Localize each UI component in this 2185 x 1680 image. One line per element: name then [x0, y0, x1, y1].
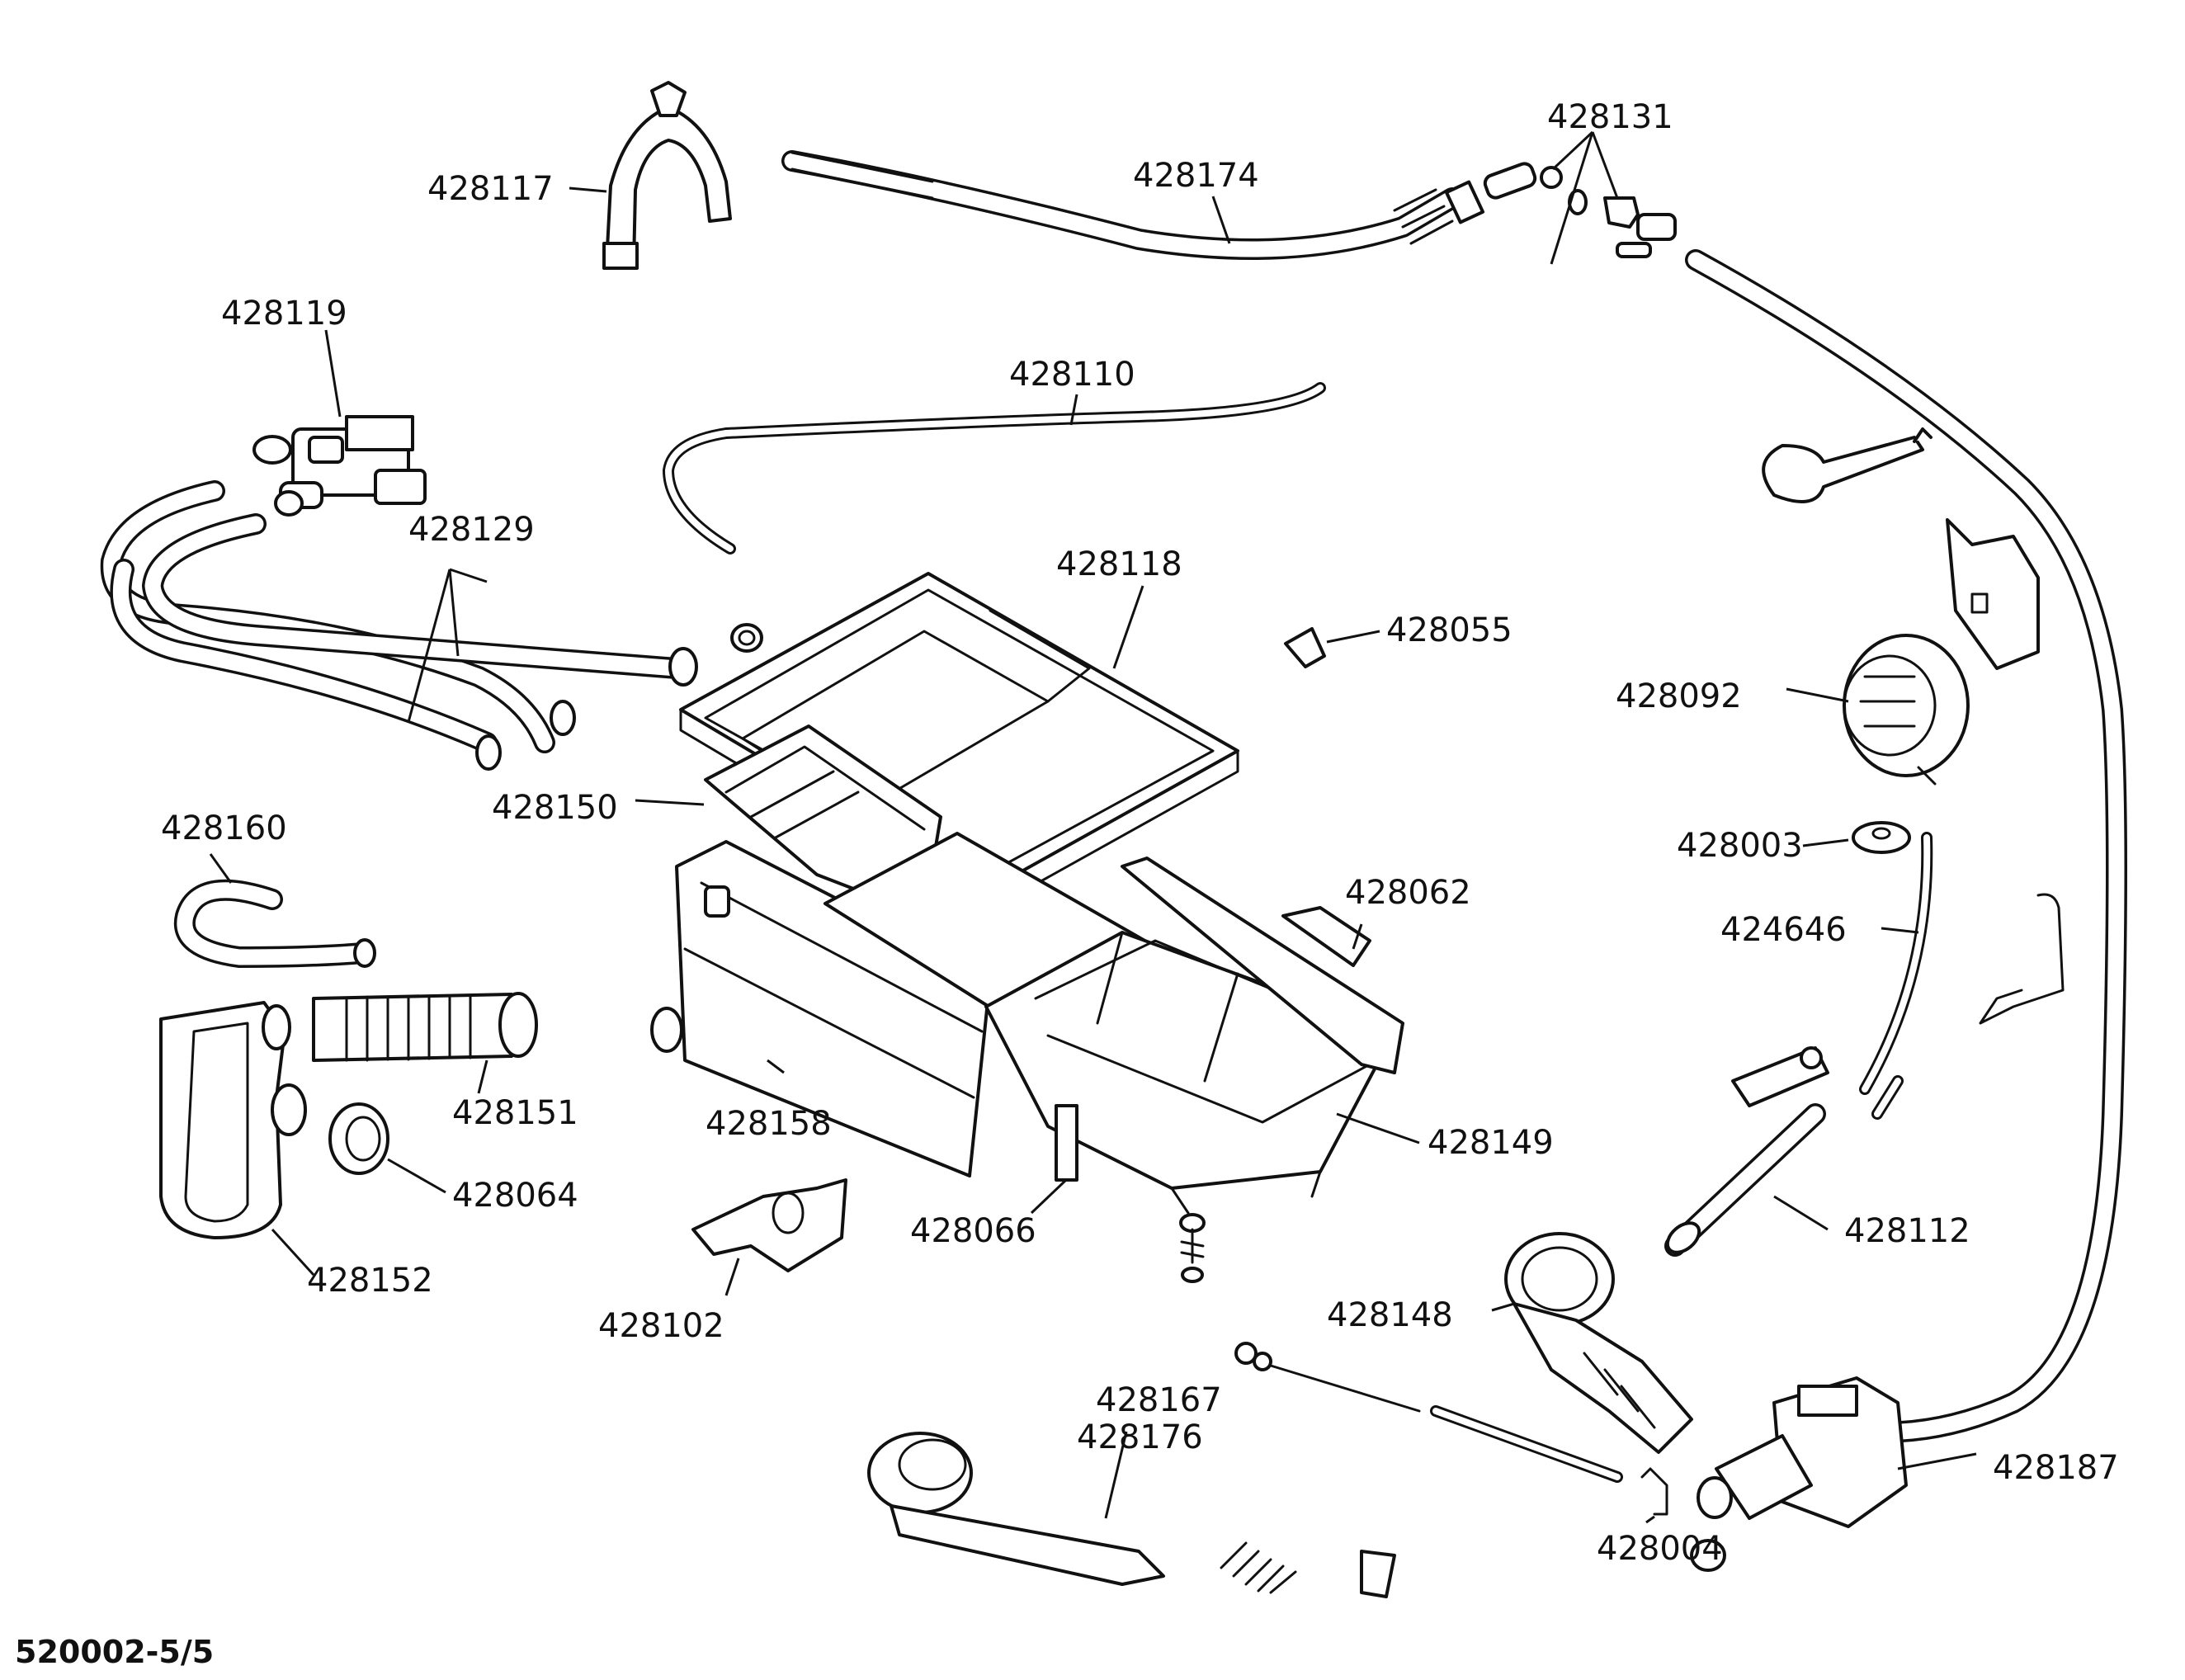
label-428066: 428066	[910, 1212, 1036, 1250]
label-428158: 428158	[706, 1105, 832, 1143]
part-428187-drain-pump	[1690, 1376, 1908, 1572]
part-hose-clip	[1762, 427, 1933, 503]
part-428004-clip	[1640, 1467, 1668, 1516]
label-428102: 428102	[598, 1307, 724, 1345]
label-428003: 428003	[1677, 827, 1803, 865]
part-424646-tube	[1859, 832, 1933, 1120]
part-428152-trap-hose	[159, 1001, 307, 1239]
part-small-ring	[730, 623, 763, 653]
part-428119-water-valve	[252, 415, 427, 517]
label-424646: 424646	[1720, 911, 1847, 949]
part-428003-disc	[1852, 821, 1911, 854]
label-428004: 428004	[1597, 1530, 1723, 1568]
part-labels: 428117 428174 428131 428119 428110 42812…	[161, 98, 2119, 1568]
part-428066-syphon	[1055, 1104, 1078, 1182]
label-428174: 428174	[1133, 157, 1259, 195]
label-428118: 428118	[1056, 545, 1182, 583]
label-428160: 428160	[161, 809, 287, 847]
label-428062: 428062	[1345, 874, 1471, 912]
label-428092: 428092	[1616, 677, 1742, 715]
part-screw	[1179, 1213, 1206, 1283]
part-428102-bracket	[691, 1178, 847, 1272]
label-428151: 428151	[452, 1094, 578, 1132]
part-428129-hoses	[100, 480, 698, 771]
label-428131: 428131	[1547, 98, 1673, 136]
part-428110-hose	[662, 382, 1326, 554]
label-428119: 428119	[221, 295, 347, 333]
diagram-reference-code: 520002-5/5	[15, 1634, 214, 1670]
label-428149: 428149	[1428, 1124, 1554, 1162]
leader-lines	[209, 130, 1977, 1524]
part-428117-hose-guide	[602, 81, 732, 270]
label-428117: 428117	[427, 170, 554, 208]
label-428129: 428129	[408, 511, 535, 549]
label-428187: 428187	[1993, 1449, 2119, 1487]
label-428152: 428152	[307, 1262, 433, 1300]
part-428151-bellows	[312, 992, 538, 1062]
part-level-sensor	[1234, 1342, 1623, 1483]
part-mounting-bracket	[1946, 518, 2040, 670]
part-428092-pressure-switch	[1843, 634, 1970, 786]
label-428055: 428055	[1386, 611, 1513, 649]
part-428149-detergent-drawer	[984, 857, 1404, 1215]
label-428167: 428167	[1096, 1381, 1222, 1419]
part-428160-hose-bend	[173, 879, 376, 968]
label-428064: 428064	[452, 1177, 578, 1215]
part-428112-hose-clamp	[1664, 1046, 1829, 1257]
part-428055-cap	[1284, 627, 1326, 668]
part-outlet-hose	[1685, 249, 2127, 1443]
part-428167-428176-filter	[867, 1432, 1396, 1598]
part-428131-connector	[1483, 162, 1677, 258]
part-428064-seal-ring	[328, 1102, 389, 1175]
part-428148-sump-hose	[1504, 1232, 1693, 1454]
part-spring-hook	[1979, 893, 2065, 1025]
label-428148: 428148	[1327, 1296, 1453, 1334]
label-428112: 428112	[1844, 1212, 1970, 1250]
label-428150: 428150	[492, 789, 618, 827]
label-428110: 428110	[1009, 356, 1135, 394]
part-428174-inlet-hose	[781, 150, 1485, 260]
label-428176: 428176	[1077, 1418, 1203, 1456]
